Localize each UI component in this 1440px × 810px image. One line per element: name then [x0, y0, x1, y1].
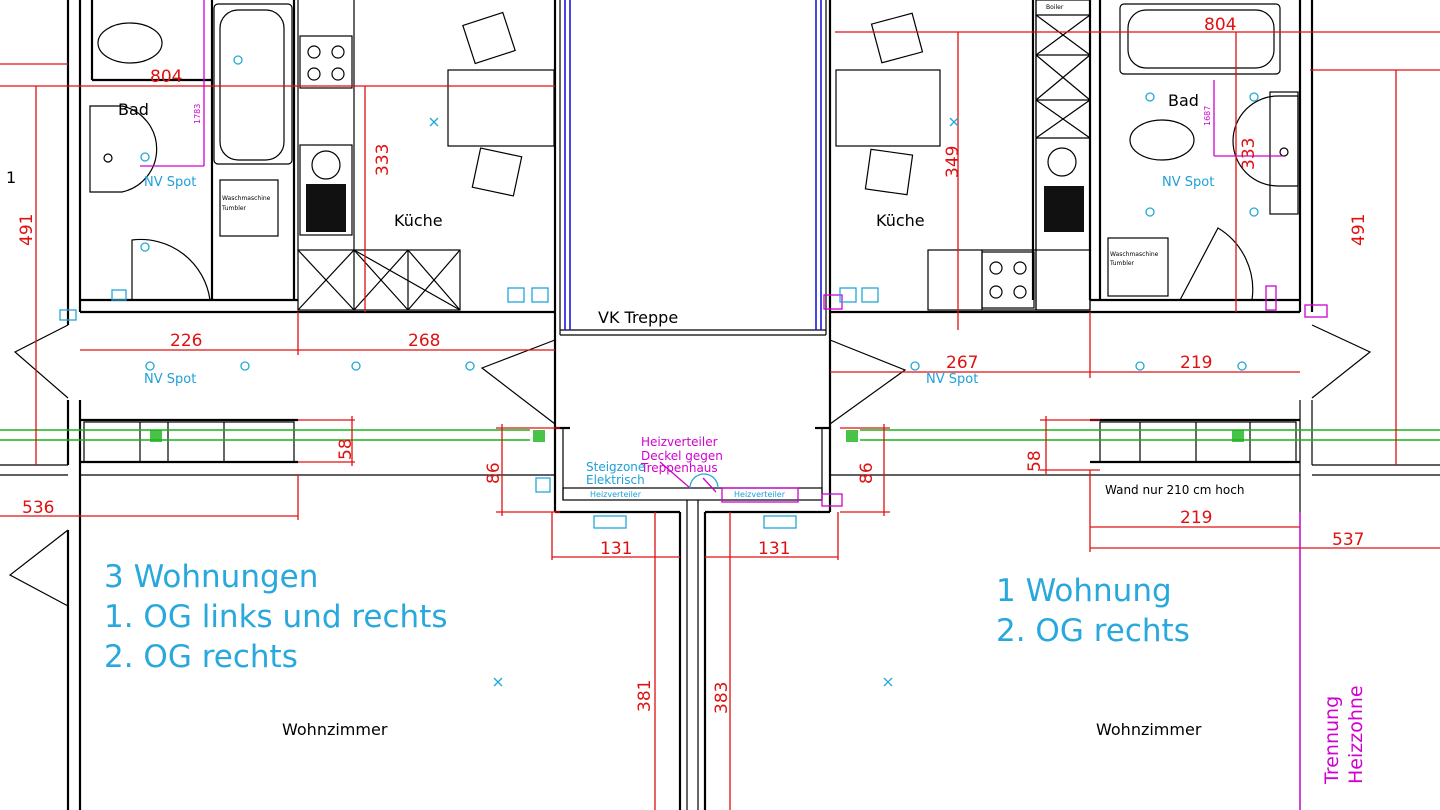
- room-labels: Bad Bad Küche Küche VK Treppe Wohnzimmer…: [6, 91, 1202, 739]
- room-bad-right: Bad: [1168, 91, 1199, 110]
- dim-226: 226: [170, 331, 202, 351]
- heizverteiler-deckel-3: Treppenhaus: [640, 461, 718, 475]
- nv-spot-label: NV Spot: [926, 372, 978, 387]
- dim-219-top: 219: [1180, 353, 1212, 373]
- dim-268: 268: [408, 331, 440, 351]
- trennung-label-1: Trennung: [1321, 696, 1343, 785]
- room-wohnzimmer-left: Wohnzimmer: [282, 720, 388, 739]
- dim-537: 537: [1332, 530, 1364, 550]
- boiler-label: Boiler: [1046, 4, 1064, 11]
- dim-333-right: 333: [1239, 138, 1259, 170]
- dim-86-left: 86: [484, 462, 504, 484]
- dim-267: 267: [946, 353, 978, 373]
- wall-height-note: Wand nur 210 cm hoch: [1105, 483, 1244, 497]
- heizverteiler-label: Heizverteiler: [590, 490, 642, 499]
- dim-1783: 1783: [193, 104, 202, 124]
- tumbler-label: Tumbler: [221, 205, 247, 212]
- room-kueche-right: Küche: [876, 211, 925, 230]
- note-right-line-1: 1 Wohnung: [996, 573, 1172, 609]
- nv-spot-label: NV Spot: [1162, 175, 1214, 190]
- note-left-line-1: 3 Wohnungen: [104, 559, 318, 595]
- room-bad-left: Bad: [118, 100, 149, 119]
- room-wohnzimmer-right: Wohnzimmer: [1096, 720, 1202, 739]
- dim-58-left: 58: [336, 438, 356, 460]
- dim-383: 383: [712, 682, 732, 714]
- steigzone-label-1: Steigzone: [586, 460, 645, 474]
- trennung-label-2: Heizzohne: [1345, 685, 1367, 784]
- dimension-lines: [0, 31, 1440, 810]
- heizverteiler-deckel-1: Heizverteiler: [641, 435, 718, 449]
- tumbler-label: Tumbler: [1109, 260, 1135, 267]
- nv-spot-label: NV Spot: [144, 175, 196, 190]
- dim-804-right: 804: [1204, 15, 1236, 35]
- dim-333-left: 333: [373, 144, 393, 176]
- electrical-symbols: [59, 55, 1259, 687]
- fixture-labels: NV Spot NV Spot NV Spot NV Spot Waschmas…: [144, 4, 1367, 785]
- dim-536: 536: [22, 498, 54, 518]
- waschmaschine-label: Waschmaschine: [222, 195, 271, 202]
- note-left-line-2: 1. OG links und rechts: [104, 599, 448, 635]
- stair-frame: [564, 0, 822, 330]
- dimension-labels: 804 804 333 349 333 491 491 1783 1687 22…: [17, 15, 1369, 714]
- dim-1687: 1687: [1203, 106, 1212, 126]
- dim-219-bottom: 219: [1180, 508, 1212, 528]
- steigzone-label-2: Elektrisch: [586, 473, 645, 487]
- dim-349: 349: [943, 146, 963, 178]
- room-kueche-left: Küche: [394, 211, 443, 230]
- dim-381: 381: [635, 680, 655, 712]
- room-treppe: VK Treppe: [598, 308, 678, 327]
- dim-491-right: 491: [1349, 214, 1369, 246]
- doors: [8, 227, 1372, 607]
- note-right-line-2: 2. OG rechts: [996, 613, 1190, 649]
- edge-marker: 1: [6, 168, 16, 187]
- dim-131-left: 131: [600, 539, 632, 559]
- nv-spot-label: NV Spot: [144, 372, 196, 387]
- dim-491-left: 491: [17, 214, 37, 246]
- window-lines: [0, 429, 1440, 442]
- dim-86-right: 86: [857, 462, 877, 484]
- dim-804-left: 804: [150, 67, 182, 87]
- dim-131-right: 131: [758, 539, 790, 559]
- heizverteiler-label: Heizverteiler: [734, 490, 786, 499]
- dim-58-right: 58: [1025, 450, 1045, 472]
- waschmaschine-label: Waschmaschine: [1110, 251, 1159, 258]
- note-left-line-3: 2. OG rechts: [104, 639, 298, 675]
- heizverteiler-deckel-2: Deckel gegen: [641, 449, 723, 463]
- apartment-notes: 3 Wohnungen 1. OG links und rechts 2. OG…: [104, 559, 1190, 675]
